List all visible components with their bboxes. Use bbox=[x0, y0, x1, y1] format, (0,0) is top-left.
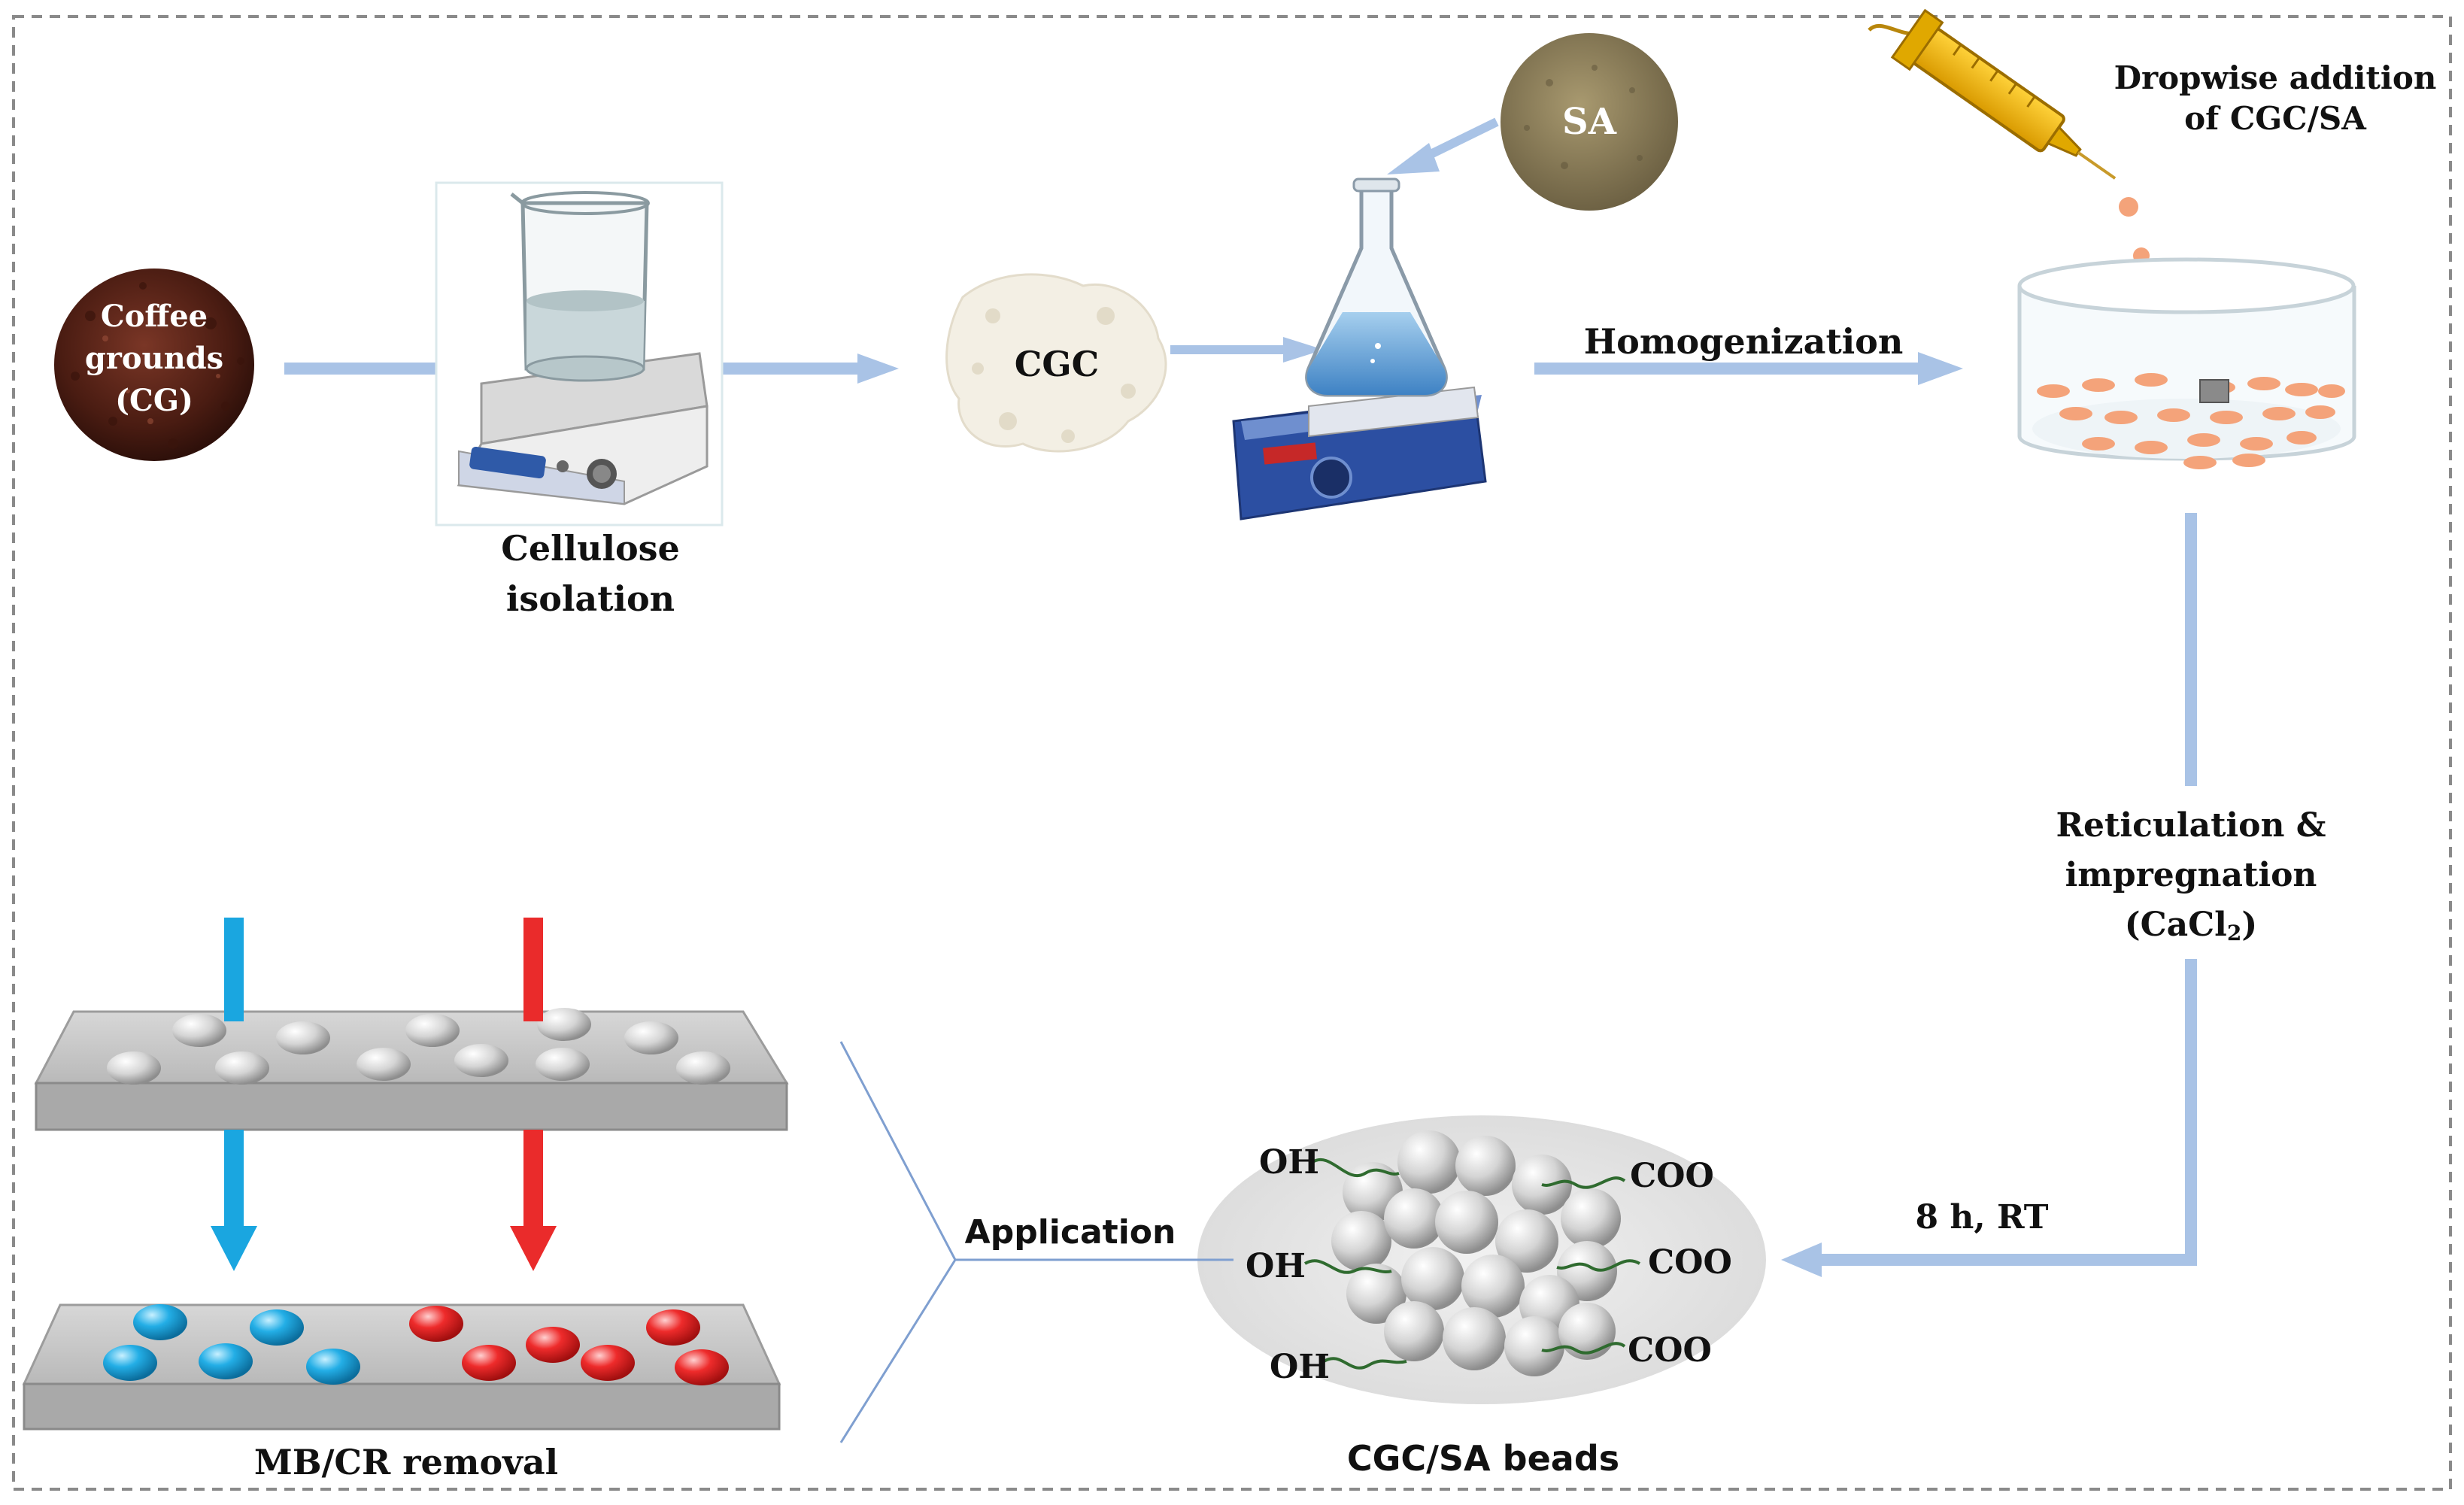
sa-powder: SA bbox=[1501, 33, 1678, 211]
arrow-to-beads-head bbox=[1781, 1243, 1822, 1277]
coo-label-middle: COO bbox=[1648, 1243, 1732, 1282]
flow-arrows bbox=[284, 117, 2197, 1277]
coo-label-bottom: COO bbox=[1628, 1331, 1712, 1370]
coffee-grounds: Coffee grounds (CG) bbox=[54, 269, 254, 461]
arrow-homogenization-head bbox=[1918, 352, 1963, 385]
arrow-cgc-to-flask-head bbox=[1283, 337, 1324, 363]
cacl-main: (CaCl bbox=[2125, 906, 2227, 944]
homogenization-label: Homogenization bbox=[1584, 321, 1904, 362]
dropwise-label-1: Dropwise addition bbox=[2114, 59, 2437, 96]
oh-label-middle: OH bbox=[1246, 1247, 1306, 1285]
sa-label: SA bbox=[1562, 101, 1617, 143]
red-arrow-head bbox=[510, 1226, 557, 1271]
reticulation-label-1: Reticulation & bbox=[2056, 806, 2326, 845]
cacl-end: ) bbox=[2241, 906, 2257, 944]
red-arrow-bottom bbox=[523, 1130, 543, 1235]
dye-flow-arrows bbox=[211, 918, 557, 1271]
dashed-border bbox=[12, 15, 2452, 1491]
coo-label-top: COO bbox=[1630, 1157, 1714, 1195]
beaker-hotplate: Cellulose isolation bbox=[435, 181, 724, 619]
time-condition-label: 8 h, RT bbox=[1915, 1198, 2048, 1236]
cellulose-label-1: Cellulose bbox=[501, 528, 680, 569]
cgc-powder: CGC bbox=[945, 273, 1167, 453]
beads-label: CGC/SA beads bbox=[1347, 1438, 1619, 1479]
blue-dye-beads bbox=[103, 1304, 360, 1385]
cacl-subscript: 2 bbox=[2227, 921, 2241, 945]
reticulation-label-3: (CaCl2) bbox=[2125, 906, 2257, 945]
dropwise-label-2: of CGC/SA bbox=[2184, 100, 2367, 137]
blue-arrow-top bbox=[224, 918, 244, 1021]
petri-dish bbox=[2017, 257, 2356, 469]
arrow-cellulose-to-cgc-head bbox=[857, 353, 899, 384]
flask-stirrer bbox=[1232, 178, 1487, 520]
red-dye-beads bbox=[409, 1306, 729, 1385]
syringe bbox=[1868, 8, 2117, 180]
blue-arrow-bottom bbox=[224, 1130, 244, 1235]
removal-label: MB/CR removal bbox=[254, 1442, 558, 1482]
oh-label-bottom: OH bbox=[1270, 1348, 1330, 1386]
top-plate bbox=[34, 1008, 789, 1131]
arrow-sa-to-flask bbox=[1421, 117, 1499, 162]
cgc-label: CGC bbox=[1015, 344, 1100, 384]
reticulation-label-2: impregnation bbox=[2065, 856, 2317, 894]
application-label: Application bbox=[965, 1213, 1176, 1252]
polymer-chains bbox=[1303, 1158, 1641, 1370]
cgc-sa-beads: OH OH OH COO COO COO CGC/SA beads bbox=[1197, 1115, 1766, 1479]
blue-arrow-head bbox=[211, 1226, 257, 1271]
application-connector bbox=[839, 1041, 1234, 1443]
red-arrow-top bbox=[523, 918, 543, 1021]
top-plate-beads bbox=[107, 1008, 730, 1085]
coffee-grounds-label-1: Coffee bbox=[101, 299, 208, 334]
arrow-sa-to-flask-head bbox=[1387, 143, 1440, 174]
coffee-grounds-label-3: (CG) bbox=[115, 383, 193, 418]
oh-label-top: OH bbox=[1259, 1143, 1319, 1182]
cellulose-label-2: isolation bbox=[506, 578, 675, 619]
bead-spheres bbox=[1331, 1130, 1621, 1376]
coffee-grounds-label-2: grounds bbox=[85, 341, 223, 376]
bottom-plate bbox=[22, 1303, 781, 1431]
